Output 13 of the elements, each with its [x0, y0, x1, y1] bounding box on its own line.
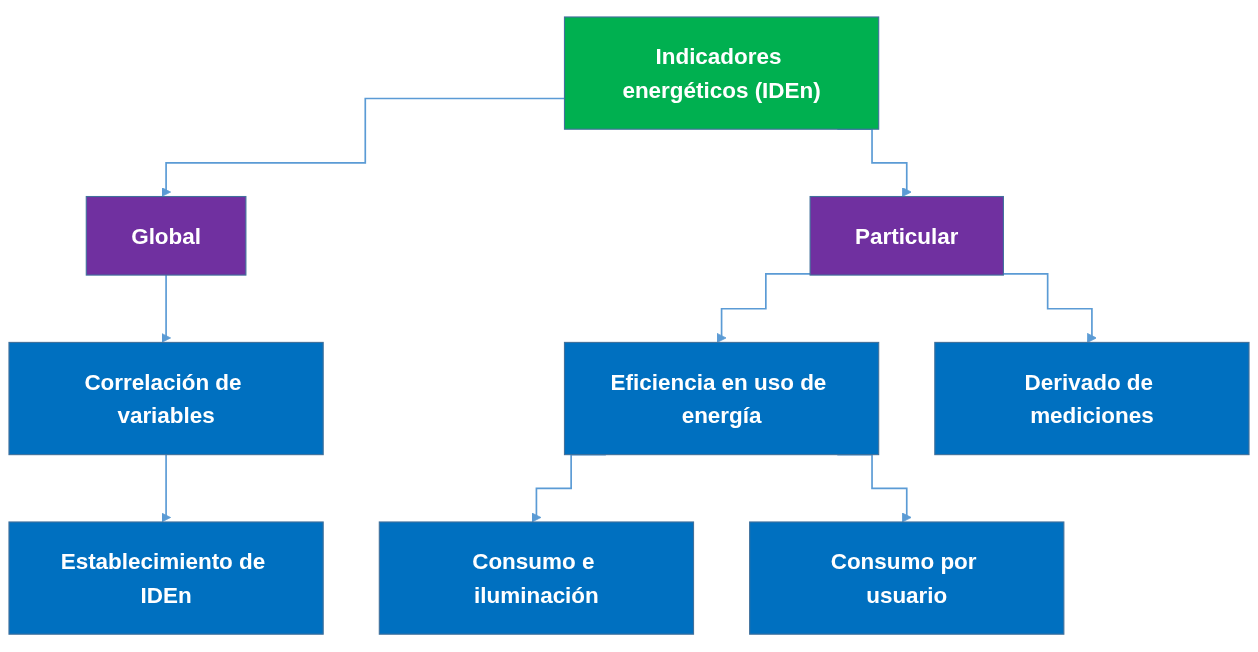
node-box: Correlación de variables [8, 342, 324, 456]
node-box: Consumo por usuario [749, 521, 1065, 636]
arrow [716, 273, 811, 344]
node-box: Indicadores energéticos (IDEn) [563, 16, 880, 131]
node-box: Eficiencia en uso de energía [563, 342, 880, 456]
node-box: Derivado de mediciones [934, 342, 1250, 456]
arrow [1002, 273, 1097, 344]
arrow [161, 454, 172, 523]
node-box: Establecimiento de IDEn [8, 521, 324, 636]
node-box: Consumo e iluminación [378, 521, 695, 636]
node-box: Global [85, 196, 247, 277]
node-box: Particular [809, 196, 1004, 277]
arrow [161, 274, 172, 344]
